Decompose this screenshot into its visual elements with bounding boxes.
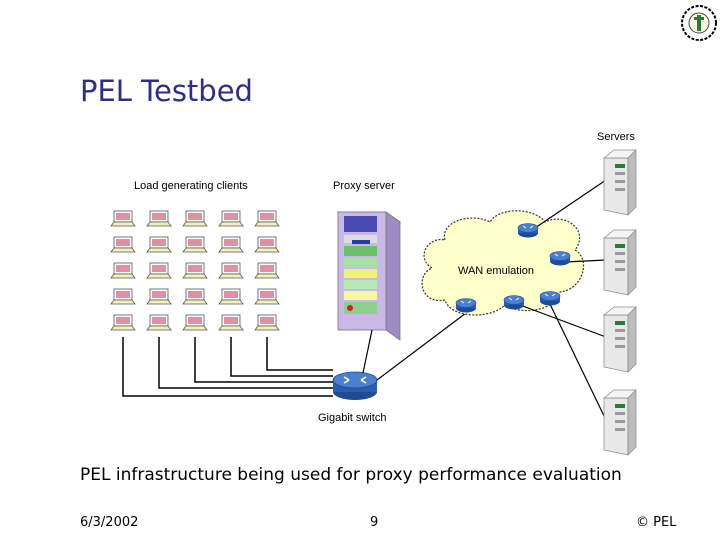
client-laptop — [110, 288, 136, 305]
label-servers: Servers — [597, 131, 635, 143]
client-laptop — [110, 236, 136, 253]
server-stack — [603, 149, 637, 456]
client-laptop — [146, 262, 172, 279]
client-wires — [122, 337, 333, 397]
client-laptop — [218, 210, 244, 227]
footer-copyright: © PEL — [636, 515, 677, 530]
client-laptop — [182, 236, 208, 253]
server-tower — [603, 389, 637, 456]
wan-router — [503, 295, 525, 310]
label-wan-emulation: WAN emulation — [458, 265, 534, 277]
client-laptop — [254, 262, 280, 279]
client-laptop — [218, 236, 244, 253]
client-laptop — [218, 262, 244, 279]
wan-emulation-cloud — [421, 210, 585, 316]
client-laptop — [182, 314, 208, 331]
server-tower — [603, 306, 637, 373]
wan-router — [539, 291, 561, 306]
client-laptop — [218, 288, 244, 305]
server-tower — [603, 229, 637, 296]
client-laptop — [182, 288, 208, 305]
wan-routers — [455, 223, 571, 313]
client-laptop — [254, 288, 280, 305]
client-wire — [158, 337, 333, 389]
client-wire — [194, 337, 333, 383]
client-wire — [266, 337, 333, 371]
university-seal-logo — [681, 5, 717, 41]
client-laptop — [218, 314, 244, 331]
gigabit-switch — [332, 371, 378, 400]
client-laptop — [254, 210, 280, 227]
label-load-generating-clients: Load generating clients — [134, 180, 248, 192]
wan-router — [455, 298, 477, 313]
client-wire — [230, 337, 333, 377]
client-laptop — [110, 262, 136, 279]
footer-date: 6/3/2002 — [80, 515, 139, 530]
label-gigabit-switch: Gigabit switch — [318, 412, 386, 424]
slide-caption: PEL infrastructure being used for proxy … — [80, 465, 622, 485]
label-proxy-server: Proxy server — [333, 180, 395, 192]
wan-router — [517, 223, 539, 238]
footer-page-number: 9 — [370, 515, 379, 530]
client-laptop — [110, 314, 136, 331]
client-laptop — [182, 210, 208, 227]
client-laptop-grid — [110, 210, 280, 331]
client-laptop — [146, 236, 172, 253]
client-laptop — [254, 314, 280, 331]
server-link — [564, 259, 607, 263]
client-laptop — [254, 236, 280, 253]
client-wire — [122, 337, 333, 397]
server-link — [534, 179, 607, 229]
slide-title: PEL Testbed — [80, 74, 253, 108]
server-link — [519, 304, 607, 338]
client-laptop — [110, 210, 136, 227]
server-links — [519, 179, 607, 421]
proxy-server — [336, 211, 402, 341]
client-laptop — [146, 288, 172, 305]
server-tower — [603, 149, 637, 216]
client-laptop — [146, 210, 172, 227]
server-link — [547, 299, 607, 421]
wan-router — [549, 251, 571, 266]
client-laptop — [146, 314, 172, 331]
client-laptop — [182, 262, 208, 279]
